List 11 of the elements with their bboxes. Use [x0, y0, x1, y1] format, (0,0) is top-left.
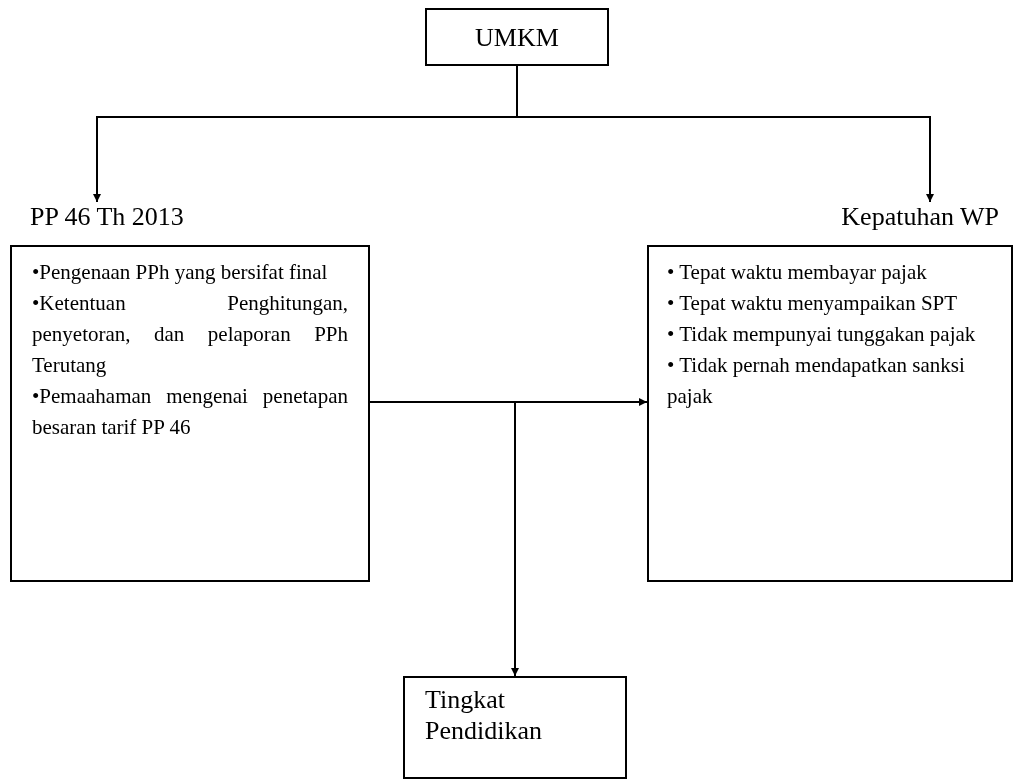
bullet-item: • Tidak mempunyai tunggakan pajak	[667, 321, 977, 348]
bullet-item: • Tidak pernah mendapatkan sanksi pajak	[667, 352, 966, 410]
bullet-item: •Pengenaan PPh yang bersifat final	[32, 259, 329, 286]
bullet-item: • Tepat waktu menyampaikan SPT	[667, 290, 959, 317]
bullet-item: •Ketentuan Penghitungan, penyetoran, dan pelaporan PPh Terutang	[32, 290, 348, 379]
node-label: UMKM	[475, 23, 559, 52]
node-label: Tingkat Pendidikan	[425, 685, 542, 745]
heading: Kepatuhan WP	[841, 202, 999, 232]
bullet-item: • Tepat waktu membayar pajak	[667, 259, 928, 286]
heading: PP 46 Th 2013	[30, 202, 184, 232]
bullet-item: •Pemaahaman mengenai penetapan besaran tarif PP 46	[32, 383, 348, 441]
